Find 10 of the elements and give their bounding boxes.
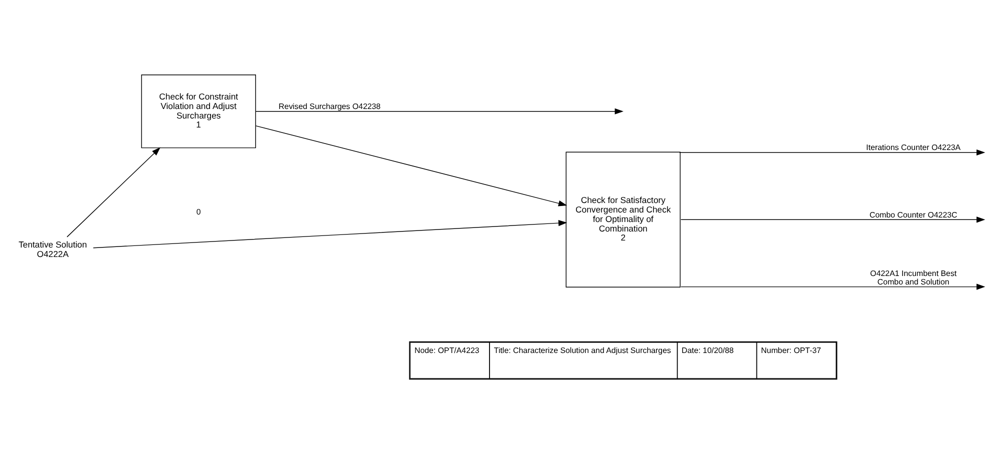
label: Number: OPT-37 bbox=[761, 346, 822, 356]
edge-label: Iterations Counter O4223A bbox=[866, 143, 961, 152]
label: Date: 10/20/88 bbox=[682, 346, 734, 356]
label: Node: OPT/A4223 bbox=[414, 346, 480, 356]
node-text: Tentative Solution O4222A bbox=[18, 240, 87, 259]
edge-label: Revised Surcharges O42238 bbox=[278, 102, 381, 112]
label: Title: Characterize Solution and Adjust Surcharges bbox=[494, 346, 671, 356]
label: 0 bbox=[196, 207, 201, 216]
edge-label: Combo Counter O4223C bbox=[870, 210, 958, 220]
edge-label: O422A1 Incumbent Best Combo and Solution bbox=[870, 268, 957, 286]
